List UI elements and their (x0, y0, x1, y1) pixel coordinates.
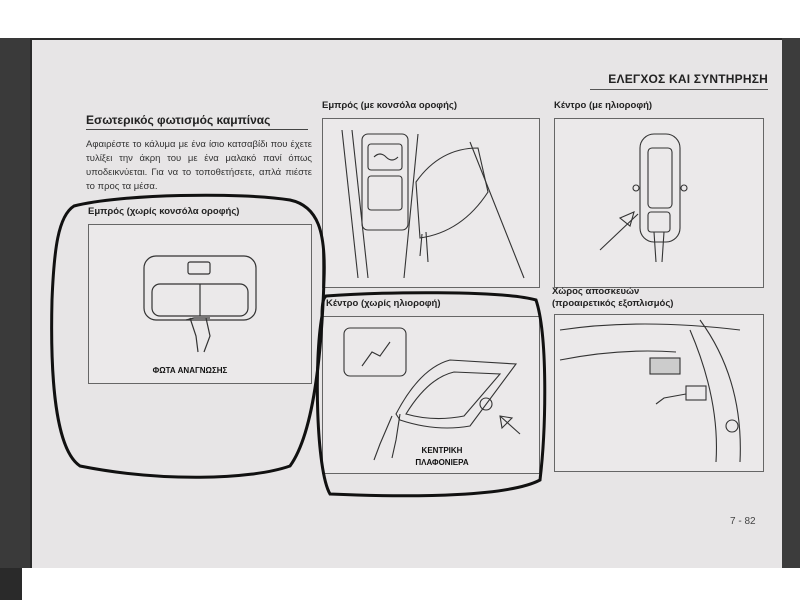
sunroof-lamp-illustration (599, 133, 688, 263)
instructions-text: Αφαιρέστε το κάλυμα με ένα ίσιο κατσαβίδ… (86, 139, 312, 192)
bottom-border (22, 568, 800, 600)
section-title-rule (86, 129, 308, 130)
left-frame (0, 38, 30, 568)
page-number: 7 - 82 (730, 516, 756, 527)
cargo-lamp-illustration (559, 319, 741, 463)
marker-circle-center (315, 291, 547, 498)
right-frame (782, 38, 800, 568)
caption-reading-lamps: ΦΩΤΑ ΑΝΑΓΝΩΣΗΣ (152, 366, 228, 375)
label-center-no-sunroof: Κέντρο (χωρίς ηλιοροφή) (326, 298, 441, 309)
marker-circle-left (50, 193, 326, 479)
reading-lamp-illustration (143, 255, 257, 353)
label-center-sunroof: Κέντρο (με ηλιοροφή) (554, 100, 653, 111)
central-lamp-illustration (343, 327, 521, 461)
label-cargo-1: Χώρος αποσκευών (552, 286, 640, 297)
figure-center-sunroof (554, 118, 764, 288)
figure-cargo (554, 314, 764, 472)
page-header: ΕΛΕΓΧΟΣ ΚΑΙ ΣΥΝΤΗΡΗΣΗ (608, 72, 768, 86)
figure-front-console (322, 118, 540, 288)
overhead-console-illustration (341, 129, 525, 279)
figure-center-no-sunroof (322, 316, 540, 474)
top-border (0, 0, 800, 38)
label-cargo-2: (προαιρετικός εξοπλισμός) (552, 298, 674, 309)
label-front-no-console: Εμπρός (χωρίς κονσόλα οροφής) (88, 206, 240, 217)
caption-central-lamp-2: ΠΛΑΦΟΝΙΕΡΑ (415, 458, 469, 467)
label-front-console: Εμπρός (με κονσόλα οροφής) (322, 100, 458, 111)
header-rule (590, 89, 768, 90)
section-title: Εσωτερικός φωτισμός καμπίνας (86, 113, 271, 127)
caption-central-lamp-1: ΚΕΝΤΡΙΚΗ (421, 446, 463, 455)
